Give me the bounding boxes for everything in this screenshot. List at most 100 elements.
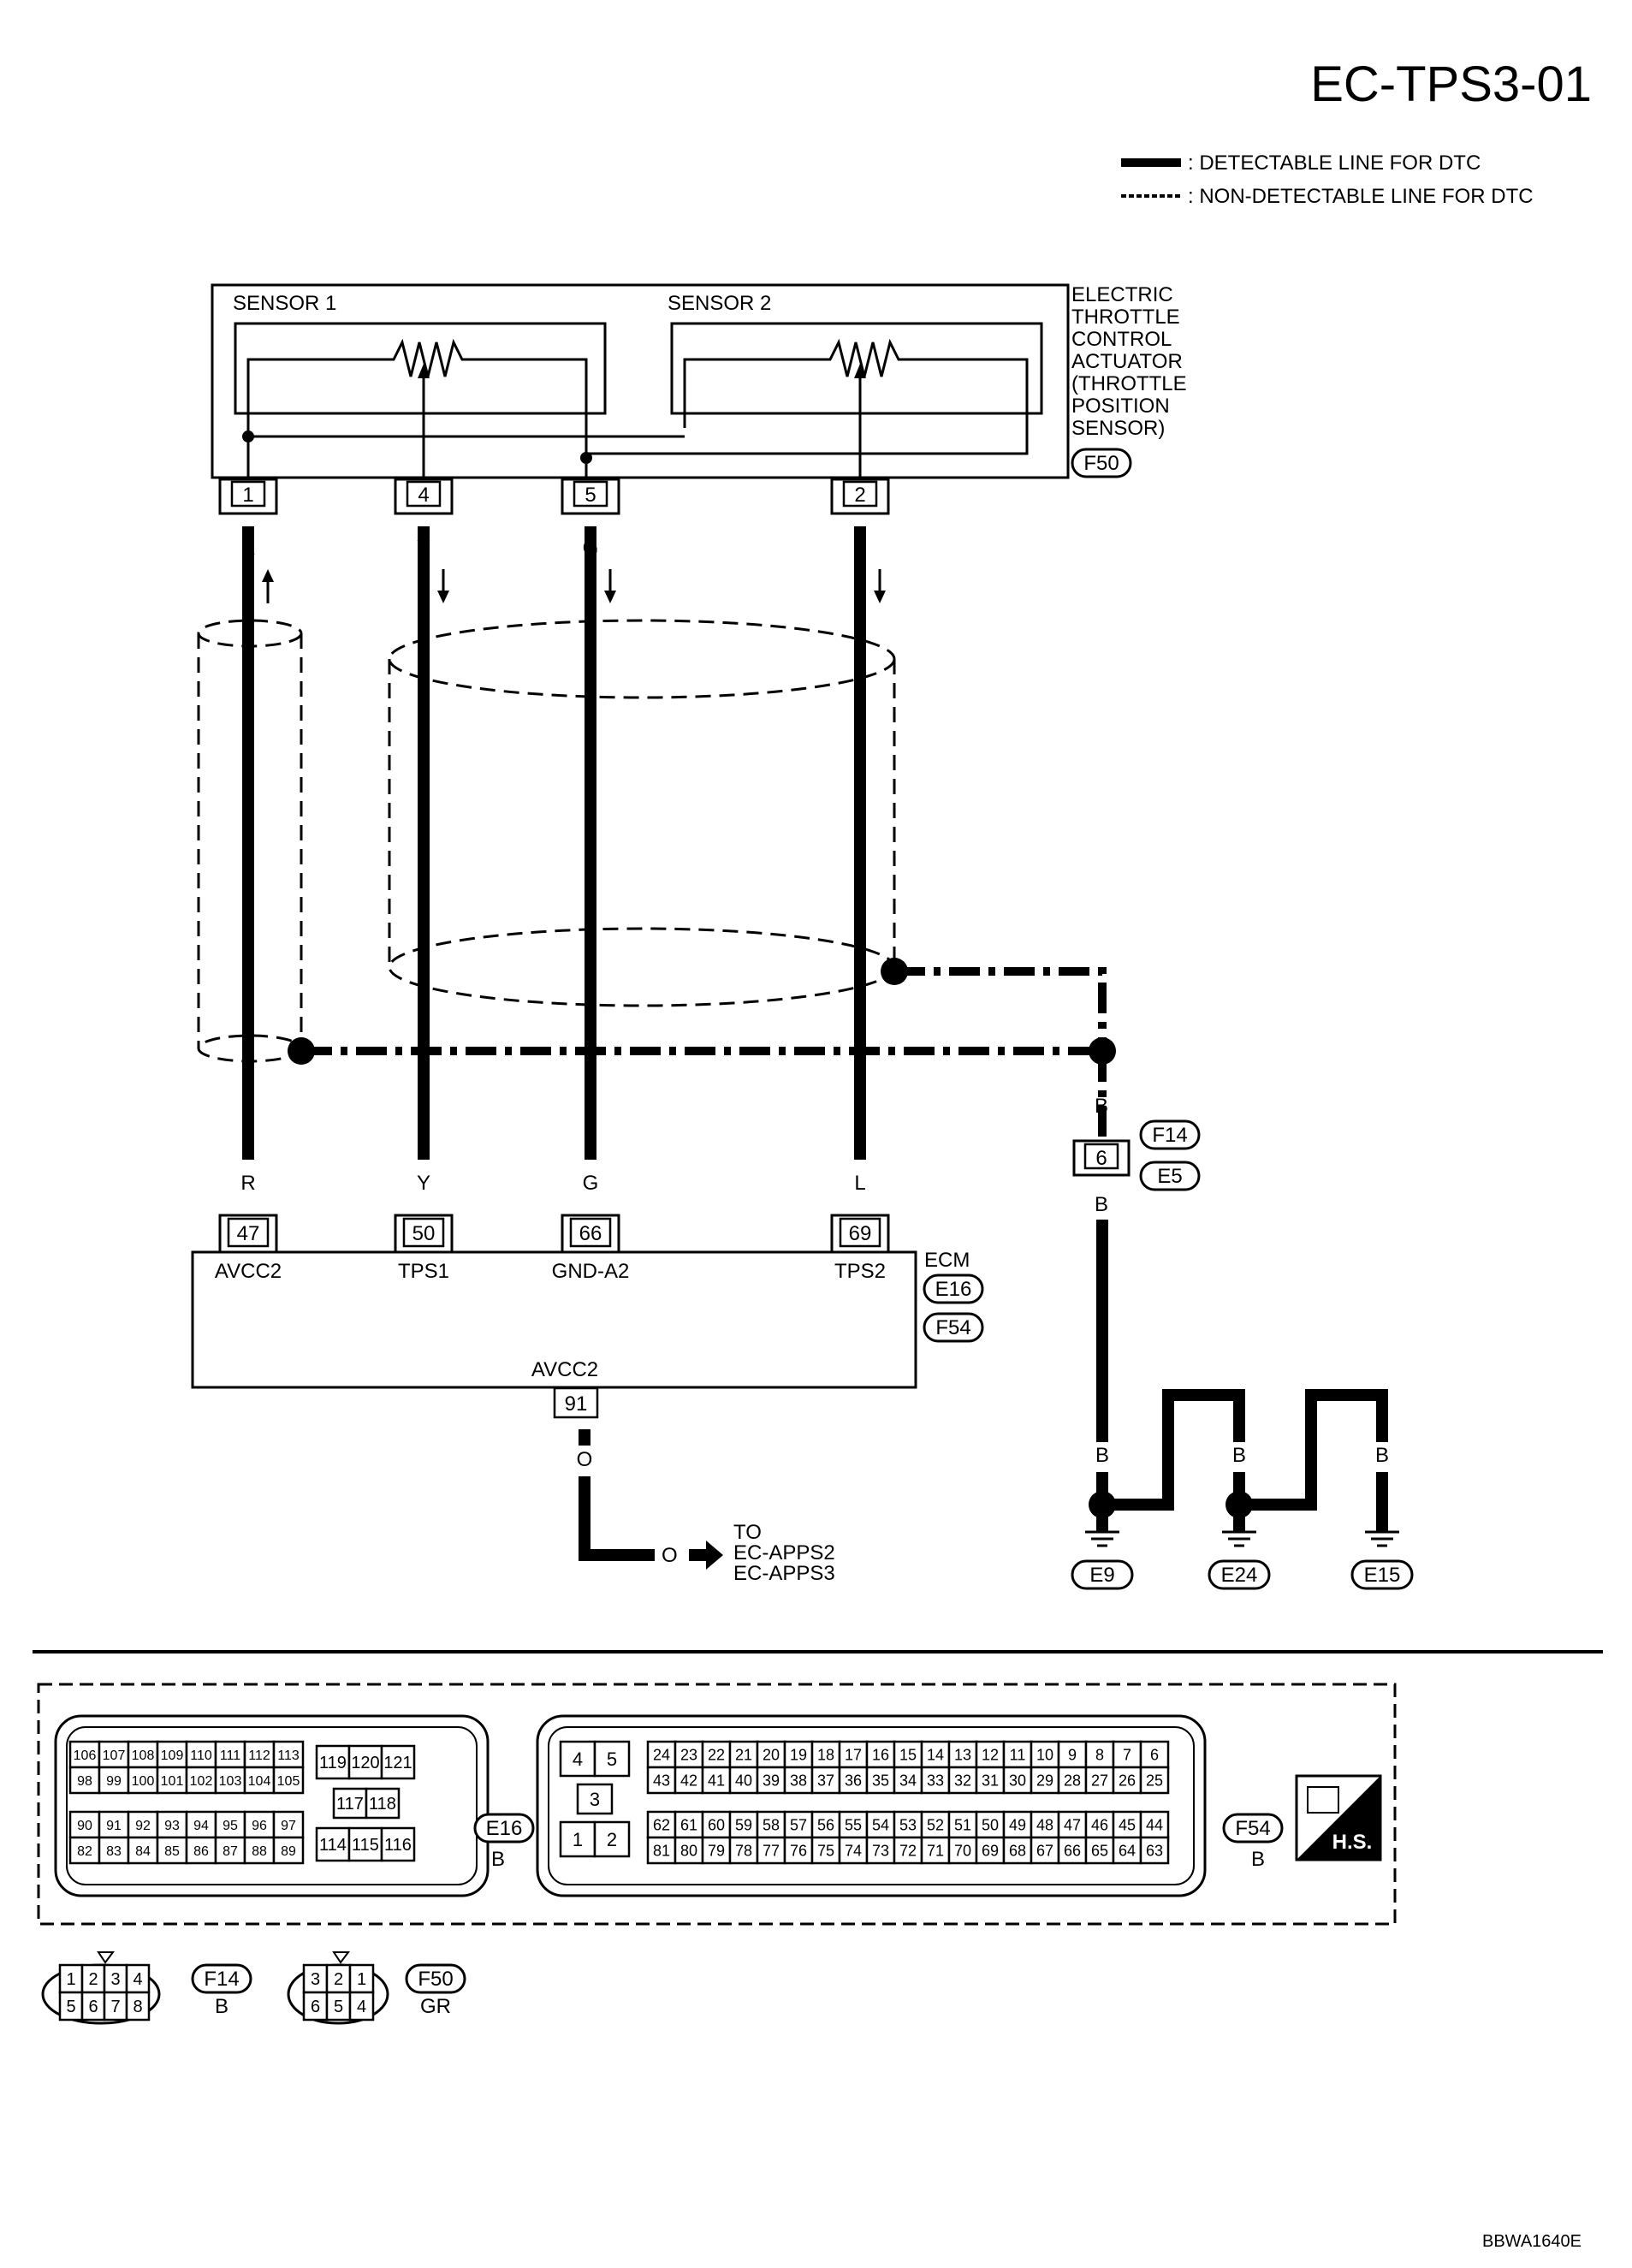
- f54-pin: [893, 1836, 923, 1865]
- junction-dot: [580, 452, 592, 464]
- f54-pin: [646, 1836, 677, 1865]
- f14-pin: [58, 1991, 84, 2022]
- e16-pin-label: 89: [281, 1844, 296, 1859]
- e16-pin: [272, 1766, 305, 1795]
- e16-pin-label: 91: [106, 1819, 122, 1833]
- f54-pin-label: 66: [1064, 1842, 1081, 1859]
- f54-pin-label: 52: [927, 1816, 944, 1833]
- wire-color-b: B: [1161, 1444, 1175, 1467]
- f54-pin: [920, 1810, 951, 1839]
- svg-text:ACTUATOR: ACTUATOR: [1071, 350, 1183, 373]
- ecm-pin-91-label: 91: [565, 1392, 588, 1416]
- e16-pin: [68, 1836, 101, 1865]
- sensor1-label: SENSOR 1: [233, 292, 336, 315]
- e16-view-label: E16: [486, 1817, 523, 1840]
- f54-pin-label: 20: [763, 1746, 780, 1763]
- connector-key-icon: [332, 1951, 350, 1964]
- f54-pin-label: 54: [872, 1816, 889, 1833]
- connector-views-frame: [37, 1683, 1397, 1926]
- wire-color-o: O: [577, 1448, 593, 1471]
- f54-pin-label: 69: [982, 1842, 999, 1859]
- f54-pin: [1139, 1766, 1170, 1795]
- e16-pin-label: 93: [164, 1819, 180, 1833]
- f54-pin-label: 25: [1146, 1772, 1163, 1789]
- f54-pin-label: 27: [1091, 1772, 1108, 1789]
- sensor-pin-label: 5: [585, 484, 596, 507]
- f54-pin-label: 67: [1036, 1842, 1053, 1859]
- f54-pin-label: 57: [790, 1816, 807, 1833]
- f54-pin-label: 71: [927, 1842, 944, 1859]
- f50-pin-label: 6: [311, 1998, 320, 2016]
- f50-pin-label: 5: [334, 1998, 343, 2016]
- f54-pin-label: 72: [899, 1842, 917, 1859]
- ground-point-tag: [1071, 1559, 1134, 1590]
- f54-pin: [893, 1740, 923, 1769]
- f54-pin-label: 5: [607, 1748, 617, 1770]
- f54-pin-label: 35: [872, 1772, 889, 1789]
- wire-color-label: G: [583, 1172, 599, 1195]
- f54-pin: [975, 1766, 1006, 1795]
- f54-connector-shell: [536, 1714, 1207, 1897]
- ecm-signal-label: GND-A2: [552, 1260, 630, 1283]
- e16-pin-label: 102: [190, 1774, 213, 1789]
- e16-pin-label: 119: [319, 1754, 347, 1772]
- shield-drain-line: [894, 967, 1107, 1051]
- e16-pin: [243, 1836, 276, 1865]
- sensor2-resistor: [586, 338, 1029, 455]
- e16-pin-label: 86: [193, 1844, 209, 1859]
- e16-connector-shell: [54, 1714, 490, 1897]
- sensor2-label: SENSOR 2: [668, 292, 771, 315]
- f54-pin-label: 29: [1036, 1772, 1053, 1789]
- connector-key-icon: [97, 1951, 115, 1964]
- ecm-pin: [227, 1217, 270, 1248]
- e16-pin-label: 103: [219, 1774, 242, 1789]
- sensor-pin-label: 4: [418, 484, 429, 507]
- e16-pin-label: 112: [248, 1748, 270, 1763]
- f14-connector-label: F14: [1152, 1124, 1187, 1147]
- sensor2-wiper-arrow: [854, 364, 866, 378]
- ecm-pin-91: [553, 1386, 599, 1419]
- e16-pin: [332, 1787, 368, 1820]
- f54-pin: [1084, 1836, 1115, 1865]
- f54-pin: [1057, 1836, 1088, 1865]
- sensor-pin: [842, 480, 878, 508]
- f54-pin: [559, 1740, 596, 1778]
- f54-pin-label: 75: [817, 1842, 834, 1859]
- ecm-label: ECM: [924, 1249, 970, 1272]
- f14-pin-label: 6: [88, 1998, 98, 2016]
- f54-view-tag: [1222, 1813, 1284, 1843]
- e16-pin-label: 87: [223, 1844, 238, 1859]
- f54-pin-label: 37: [817, 1772, 834, 1789]
- f14-pin-label: 1: [66, 1970, 75, 1989]
- f14-view-label: F14: [204, 1968, 239, 1991]
- f54-pin-label: 15: [899, 1746, 917, 1763]
- e16-pin-label: 94: [193, 1819, 209, 1833]
- sensor1-box: [234, 322, 607, 415]
- f54-pin-label: 68: [1009, 1842, 1026, 1859]
- f54-pin-label: 78: [735, 1842, 752, 1859]
- f54-pin-label: 51: [954, 1816, 971, 1833]
- f14-pin: [125, 1991, 151, 2022]
- ecm-pin: [839, 1217, 881, 1248]
- e16-pin: [365, 1787, 401, 1820]
- sensor1-wiper-arrow: [418, 364, 430, 378]
- f50-view-color: GR: [420, 1995, 451, 2018]
- figure-code: BBWA1640E: [1482, 2232, 1582, 2251]
- ecm-pin-label: 50: [412, 1222, 436, 1245]
- ground-point-e24: E24: [1221, 1564, 1258, 1587]
- e16-pin-label: 109: [161, 1748, 184, 1763]
- f54-pin: [838, 1766, 869, 1795]
- f54-pin-label: 26: [1119, 1772, 1136, 1789]
- throttle-actuator-box: [211, 283, 1070, 479]
- junction-dot: [242, 430, 254, 442]
- f14-pin-label: 3: [110, 1970, 120, 1989]
- f54-pin: [559, 1820, 596, 1858]
- f54-pin: [947, 1836, 978, 1865]
- f54-pin-label: 21: [735, 1746, 752, 1763]
- f54-pin-label: 34: [899, 1772, 917, 1789]
- ecm-signal-label: AVCC2: [215, 1260, 282, 1283]
- svg-text:THROTTLE: THROTTLE: [1071, 306, 1180, 329]
- svg-text:CONTROL: CONTROL: [1071, 328, 1172, 351]
- f54-pin: [1002, 1836, 1033, 1865]
- f54-pin-label: 56: [817, 1816, 834, 1833]
